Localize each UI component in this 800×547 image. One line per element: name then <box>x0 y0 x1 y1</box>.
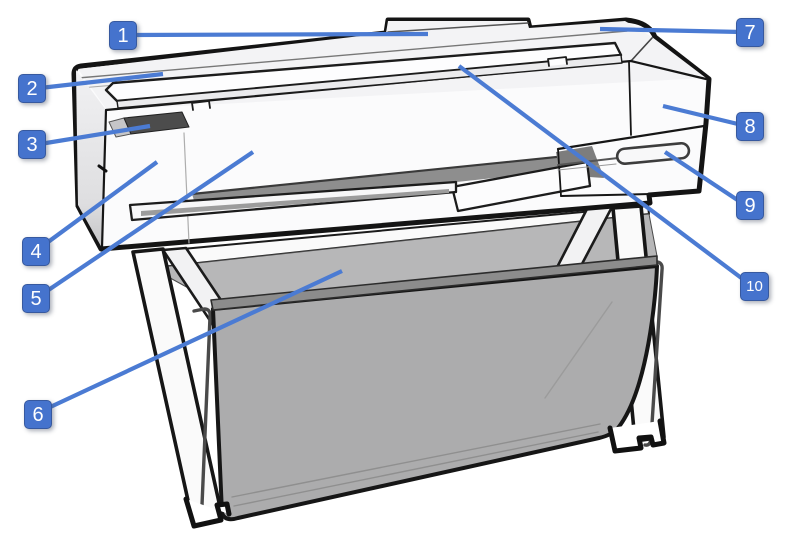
callout-badge-1: 1 <box>109 21 137 50</box>
callout-badge-8: 8 <box>736 112 764 141</box>
callout-badge-3: 3 <box>18 130 46 159</box>
callout-badge-9: 9 <box>736 191 764 220</box>
callout-badge-5: 5 <box>22 284 50 313</box>
stand-left-foot <box>183 496 232 529</box>
stand-right-foot <box>607 418 667 454</box>
callout-badge-2: 2 <box>18 74 46 103</box>
callout-badge-10: 10 <box>740 272 769 301</box>
printer-stand <box>131 204 667 529</box>
callout-badge-6: 6 <box>24 400 52 429</box>
callout-badge-4: 4 <box>22 237 50 266</box>
lid-clip-left <box>191 100 211 111</box>
callout-badge-7: 7 <box>736 18 764 47</box>
lid-clip-right <box>547 56 568 67</box>
